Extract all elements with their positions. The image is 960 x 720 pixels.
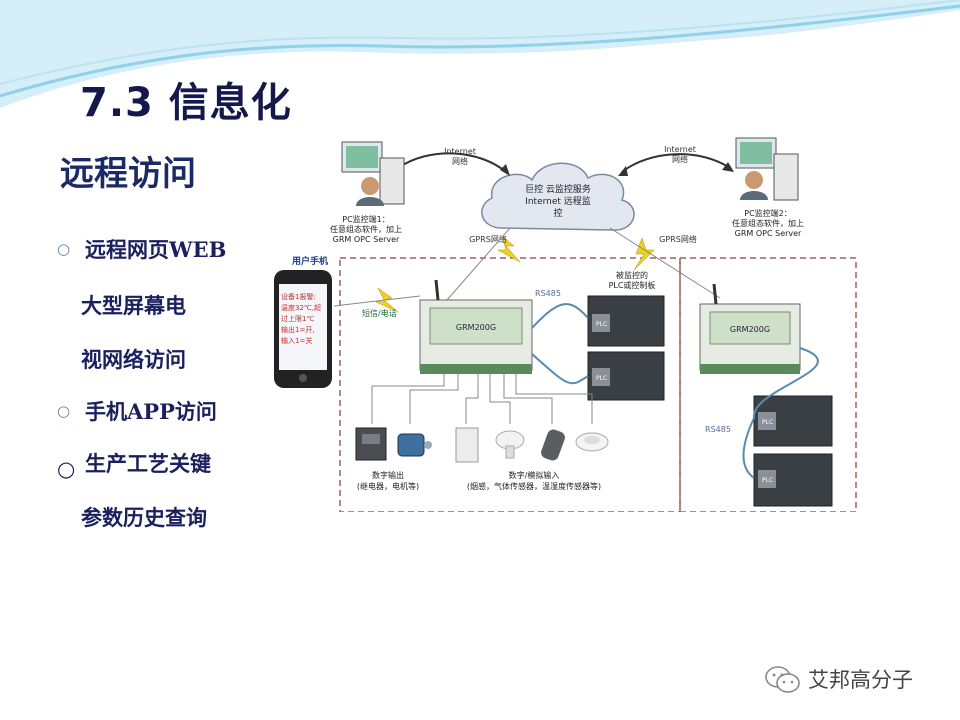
phone-icon: [274, 270, 332, 388]
bullet-marker-icon: ○: [57, 402, 71, 420]
plc-label: PLC: [596, 321, 607, 328]
pc-left-icon: [341, 141, 405, 206]
rs485-right-label: RS485: [705, 425, 731, 434]
plc-label: PLC: [596, 375, 607, 382]
rs485-cable-left: [531, 303, 589, 329]
module-right-label: GRM200G: [730, 325, 770, 334]
link-cloud-left: [439, 227, 511, 309]
smoke-detector-icon: [575, 432, 609, 452]
phone-screen-line-1: 设备1报警:: [281, 292, 316, 301]
sms-label: 短信/电话: [362, 308, 397, 318]
bullet-1-line-1: 远程网页WEB: [85, 237, 227, 262]
digital-out-line-2: (继电器，电机等): [357, 481, 419, 491]
bullet-1-line-3: 视网络访问: [81, 347, 186, 372]
internet-left-line-1: Internet: [444, 147, 476, 156]
wechat-logo-icon: [765, 666, 800, 693]
watermark-text: 艾邦高分子: [808, 668, 913, 692]
monitored-line-1: 被监控的: [616, 270, 648, 280]
module-left-label: GRM200G: [456, 323, 496, 332]
cloud-line-1: 巨控 云监控服务: [525, 183, 591, 195]
sensor-box-icon: [455, 427, 479, 463]
plc-left-1: PLC: [587, 295, 665, 347]
cloud-line-2: Internet 远程监: [525, 195, 591, 207]
phone-screen-line-2: 温度32℃,超: [281, 303, 321, 312]
link-phone-module: [333, 295, 421, 307]
phone-screen-line-5: 输入1=关: [281, 336, 312, 345]
smoke-sensor-icon: [495, 430, 525, 459]
header-wave: [0, 0, 960, 108]
pc-right-line-1: PC监控端2：: [744, 208, 792, 218]
bullet-3-line-2: 参数历史查询: [81, 505, 207, 530]
internet-right-line-2: 网络: [672, 154, 688, 164]
pc-left-line-1: PC监控端1：: [342, 214, 390, 224]
plc-label: PLC: [762, 477, 773, 484]
pc-right-line-2: 任意组态软件，加上: [732, 218, 804, 228]
slide-subtitle: 远程访问: [60, 154, 196, 194]
gprs-right-label: GPRS网络: [659, 234, 697, 244]
slide-title: 7.3 信息化: [80, 80, 292, 126]
motor-icon: [397, 433, 432, 457]
monitored-line-2: PLC或控制板: [609, 280, 656, 290]
pc-left-line-3: GRM OPC Server: [333, 235, 400, 244]
phone-screen-line-4: 输出1=开,: [281, 325, 315, 334]
gas-sensor-icon: [541, 429, 565, 461]
internet-arrow-right: [621, 153, 731, 173]
internet-left-line-2: 网络: [452, 156, 468, 166]
relay-icon: [355, 427, 387, 461]
pc-right-icon: [735, 137, 799, 201]
rs485-top-label: RS485: [535, 289, 561, 298]
plc-right-1: PLC: [753, 395, 833, 447]
bullet-marker-icon: ○: [57, 456, 76, 481]
network-diagram: 巨控 云监控服务 Internet 远程监 控 Internet 网络 Inte…: [270, 128, 857, 512]
digital-in-line-2: (烟感，气体传感器，温湿度传感器等): [467, 481, 601, 491]
gprs-left-label: GPRS网络: [469, 234, 507, 244]
pc-left-line-2: 任意组态软件，加上: [330, 224, 402, 234]
plc-right-2: PLC: [753, 453, 833, 507]
site-box-right: [679, 257, 857, 512]
bullet-1-line-2: 大型屏幕电: [81, 293, 186, 318]
cloud-line-3: 控: [553, 207, 562, 219]
rs485-cable-right: [742, 347, 819, 479]
bullet-marker-icon: ○: [57, 240, 71, 258]
plc-label: PLC: [762, 419, 773, 426]
internet-arrow-left: [397, 152, 507, 173]
bullet-3-line-1: 生产工艺关键: [85, 451, 211, 476]
sensor-wiring: [371, 374, 593, 424]
phone-screen-line-3: 过上限1℃: [281, 314, 314, 323]
link-cloud-right: [609, 227, 721, 299]
bullet-2-line-1: 手机APP访问: [85, 399, 217, 424]
grm-module-right: GRM200G: [699, 283, 801, 374]
pc-right-line-3: GRM OPC Server: [735, 229, 802, 238]
internet-right-line-1: Internet: [664, 145, 696, 154]
cloud-icon: 巨控 云监控服务 Internet 远程监 控: [481, 162, 635, 231]
digital-in-line-1: 数字/模拟输入: [509, 470, 560, 480]
digital-out-line-1: 数字输出: [372, 470, 404, 480]
phone-label: 用户手机: [291, 255, 328, 267]
gprs-left-bolt-icon: [497, 235, 521, 263]
site-box-left: [339, 257, 681, 512]
grm-module-left: GRM200G: [419, 279, 533, 374]
plc-left-2: PLC: [587, 351, 665, 401]
